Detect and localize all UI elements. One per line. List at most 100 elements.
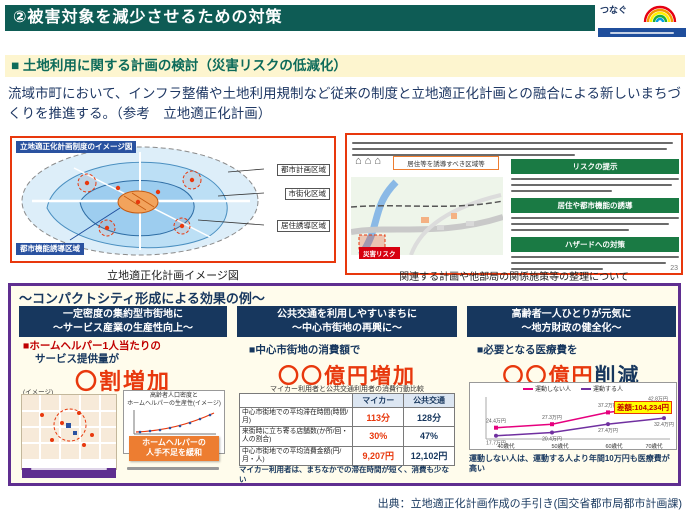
row-label: 中心市街地での平均消費金額(円/月・人) xyxy=(238,445,354,466)
table-row: 来街時に立ち寄る店舗数(か所/回・人の割合) 30% 47% xyxy=(238,426,455,447)
fine-print-block xyxy=(352,138,680,160)
zone-label-urbanization: 市街化区域 xyxy=(284,188,330,201)
x-tick-label: 50歳代 xyxy=(551,442,569,449)
legend-item-no-exercise: 運動しない人 xyxy=(522,384,571,393)
legend-label: 運動しない人 xyxy=(534,387,571,393)
right-panel-caption: 関連する計画や他部局の関係施策等の整理について xyxy=(399,272,629,283)
medical-cost-chart-card: 運動しない人 運動する人 24.4万円 27.3万円 37.2万円 42.8万円… xyxy=(469,382,677,450)
diagram-title-tag: 立地適正化計画制度のイメージ図 xyxy=(16,141,137,154)
col2-lead: ■中心市街地の消費額で xyxy=(249,344,361,356)
fine-print-line xyxy=(511,261,666,264)
location-plan-map xyxy=(21,146,265,256)
highlight-line1: ホームヘルパーの xyxy=(142,438,206,447)
residence-induction-box: 居住等を誘導すべき区域等 xyxy=(393,156,499,170)
map-legend-strip xyxy=(22,468,116,478)
fine-print-line xyxy=(511,183,673,186)
value-label: 37.2万円 xyxy=(598,403,618,409)
row-value-car: 113分 xyxy=(352,406,405,428)
measure-section-risk: リスクの提示 xyxy=(511,159,679,192)
legend-item-exercise: 運動する人 xyxy=(581,384,623,393)
measure-section-hazard: ハザードへの対策 xyxy=(511,237,679,270)
fine-print-line xyxy=(511,177,679,180)
logo-text: つなぐ xyxy=(600,5,628,15)
col1-lead1: ■ホームヘルパー1人当たりの xyxy=(23,340,161,352)
effects-title: 〜コンパクトシティ形成による効果の例〜 xyxy=(19,291,265,306)
measure-section-induction: 居住や都市機能の誘導 xyxy=(511,198,679,231)
helper-map xyxy=(22,395,116,459)
table-header-row: マイカー 公共交通 xyxy=(238,393,455,408)
zone-label-urban-function: 都市機能誘導区域 xyxy=(16,242,84,255)
x-tick-label: 60歳代 xyxy=(605,442,623,449)
col2-header-line1: 公共交通を利用しやすいまちに xyxy=(277,309,417,320)
section-title: ハザードへの対策 xyxy=(511,237,679,252)
col1-lead2: サービス提供量が xyxy=(35,353,119,365)
table-corner-cell xyxy=(238,393,354,408)
houses-icon: ⌂⌂⌂ xyxy=(355,155,384,167)
col1-header: 一定密度の集約型市街地に 〜サービス産業の生産性向上〜 xyxy=(19,306,227,337)
col-header-transit: 公共交通 xyxy=(403,393,455,408)
col2-metric-value: 〇〇億円 xyxy=(278,365,370,388)
col-header-car: マイカー xyxy=(352,393,405,408)
fine-print-line xyxy=(511,267,604,270)
helper-shortage-highlight: ホームヘルパーの 人手不足を緩和 xyxy=(129,436,219,461)
value-label: 27.4万円 xyxy=(598,428,618,434)
chart-card-title2: ホームヘルパーの生産性(イメージ) xyxy=(127,400,221,407)
productivity-chart xyxy=(133,410,216,435)
row-label: 中心市街地での平均滞在時間(時間/月) xyxy=(238,406,354,428)
town-illustration xyxy=(351,177,503,255)
fine-print-line xyxy=(511,228,629,231)
fine-print-line xyxy=(127,467,219,470)
fine-print-line xyxy=(511,189,612,192)
fine-print-line xyxy=(511,216,679,219)
col3-header-line1: 高齢者一人ひとりが元気に xyxy=(511,309,632,320)
row-value-car: 9,207円 xyxy=(352,445,405,466)
zone-label-city-planning: 都市計画区域 xyxy=(277,164,330,177)
row-value-transit: 47% xyxy=(403,426,455,447)
col2-header-line2: 〜中心市街地の再興に〜 xyxy=(292,322,402,334)
chart-legend: 運動しない人 運動する人 xyxy=(470,384,676,393)
section-title: リスクの提示 xyxy=(511,159,679,174)
row-value-transit: 128分 xyxy=(403,406,455,428)
measure-sections: リスクの提示 居住や都市機能の誘導 ハザードへの対策 xyxy=(511,159,679,276)
legend-marker-magenta xyxy=(522,388,533,391)
intro-text: 流域市町において、インフラ整備や土地利用規制など従来の制度と立地適正化計画との融… xyxy=(8,86,681,122)
value-label: 32.4万円 xyxy=(654,422,674,428)
col3-header: 高齢者一人ひとりが元気に 〜地方財政の健全化〜 xyxy=(467,306,676,337)
page-title: ②被害対象を減少させるための対策 xyxy=(13,9,283,26)
logo-band xyxy=(598,28,686,37)
left-panel-caption: 立地適正化計画イメージ図 xyxy=(107,270,239,282)
legend-marker-purple xyxy=(581,388,591,391)
table-row: 中心市街地での平均消費金額(円/月・人) 9,207円 12,102円 xyxy=(238,445,455,466)
helper-map-image xyxy=(21,394,117,478)
fine-print-line xyxy=(511,255,679,258)
value-label: 27.3万円 xyxy=(542,415,562,421)
page-number: 23 xyxy=(670,265,678,272)
col1-metric: 〇割増加 xyxy=(74,369,171,394)
title-bar: ②被害対象を減少させるための対策 xyxy=(5,5,595,31)
fine-print-line xyxy=(352,147,667,150)
agency-logo: つなぐ xyxy=(598,2,686,37)
footer-source: 出典：立地適正化計画作成の手引き(国交省都市局都市計画課) xyxy=(377,498,682,510)
consumption-table: マイカー 公共交通 中心市街地での平均滞在時間(時間/月) 113分 128分 … xyxy=(238,393,455,466)
col1-header-line2: 〜サービス産業の生産性向上〜 xyxy=(53,322,193,334)
hazard-risk-badge: 災害リスク xyxy=(359,247,400,259)
x-tick-label: 40歳代 xyxy=(497,442,515,449)
col1-image-label: (イメージ) xyxy=(23,389,54,396)
row-value-car: 30% xyxy=(352,426,405,447)
fine-print-line xyxy=(511,222,669,225)
rainbow-icon xyxy=(643,5,677,23)
section-banner: ■ 土地利用に関する計画の検討（災害リスクの低減化） xyxy=(5,55,685,77)
fine-print-line xyxy=(352,141,674,144)
x-tick-label: 70歳代 xyxy=(645,442,663,449)
difference-annotation: 差額:104,234円 xyxy=(613,401,672,414)
chart-card-title1: 高齢者人口密度と xyxy=(149,393,198,399)
col2-metric-suffix: 増加 xyxy=(370,365,416,388)
zone-label-residence: 居住誘導区域 xyxy=(277,220,330,233)
col2-header: 公共交通を利用しやすいまちに 〜中心市街地の再興に〜 xyxy=(237,306,457,337)
fine-print-line xyxy=(352,153,576,156)
col3-note: 運動しない人は、運動する人より年間10万円も医療費が高い xyxy=(469,454,670,474)
col3-header-line2: 〜地方財政の健全化〜 xyxy=(521,322,622,334)
consumption-table-title: マイカー利用者と公共交通利用者の消費行動比較 xyxy=(270,386,424,393)
col2-metric: 〇〇億円増加 xyxy=(237,360,457,390)
